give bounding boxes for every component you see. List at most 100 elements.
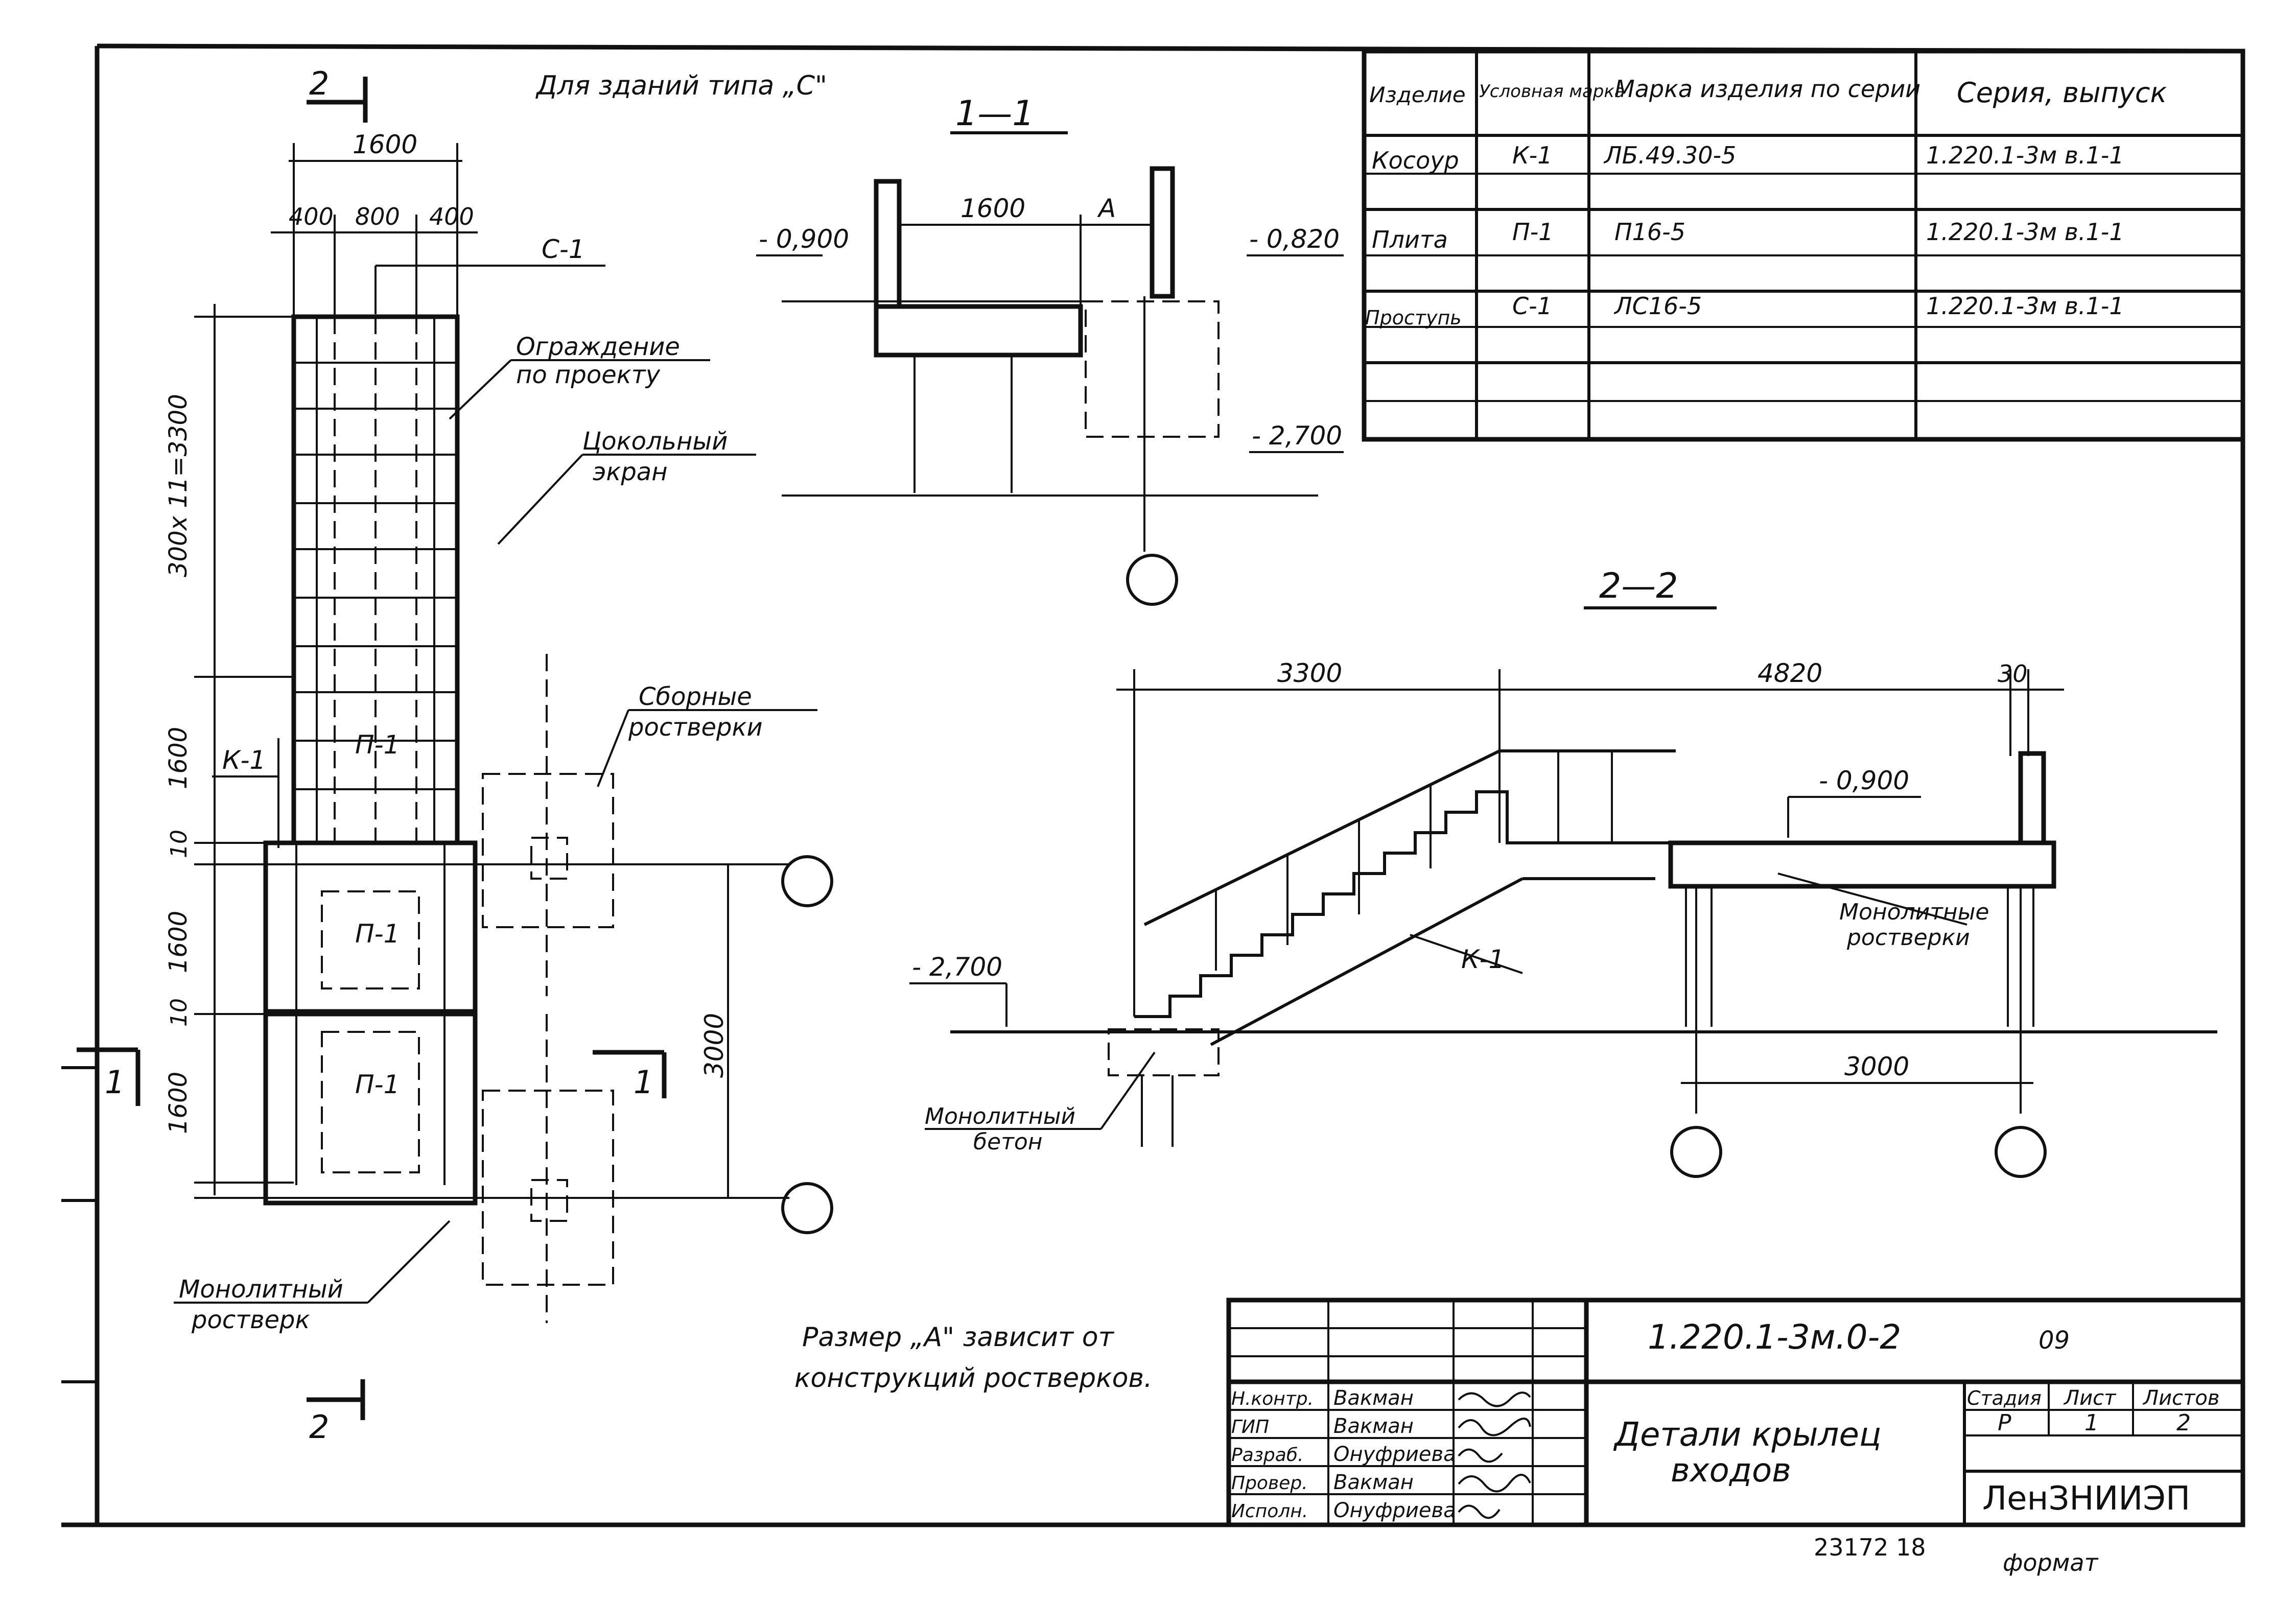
section-1-1: 1—1 1600 А - 0,900 - 0,820 - 2,700 [756, 93, 1344, 606]
table-cell-2-3: 1.220.1-3м в.1-1 [1926, 292, 2124, 320]
table-header-series: Серия, выпуск [1957, 77, 2167, 109]
table-cell-0-0: Косоур [1372, 147, 1459, 174]
section-cut-2-top: 2 [307, 65, 368, 123]
label-prefab-1: Сборные [639, 682, 752, 711]
dim-stair-length: 300x 11=3300 [164, 394, 193, 577]
table-cell-2-1: С-1 [1512, 292, 1552, 320]
prefab-grillage-lower [482, 1014, 614, 1323]
mark-k1-plan: К-1 [222, 745, 266, 775]
s1-dim-1600: 1600 [960, 194, 1025, 223]
staff-role-1: ГИП [1231, 1417, 1269, 1437]
plan-left-dimensions: 300x 11=3300 1600 10 1600 10 1600 [164, 304, 294, 1195]
stair-run-plan [291, 314, 460, 845]
table-header-series-mark: Марка изделия по серии [1614, 75, 1920, 103]
cut-1-label-left: 1 [105, 1064, 125, 1101]
s2-dim-30: 30 [1998, 660, 2028, 688]
staff-role-3: Провер. [1231, 1473, 1308, 1494]
title-code-suffix: 09 [2039, 1326, 2070, 1355]
section-2-2: 2—2 3300 4820 30 К-1 [909, 566, 2217, 1178]
note-line-2: конструкций ростверков. [794, 1363, 1153, 1394]
axis-marker-section1 [1126, 554, 1178, 606]
table-cell-0-2: ЛБ.49.30-5 [1603, 142, 1736, 169]
s2-mono-grill-2: ростверки [1846, 925, 1970, 951]
table-cell-1-0: Плита [1372, 226, 1448, 253]
s1-dim-A: А [1097, 194, 1116, 223]
table-cell-1-3: 1.220.1-3м в.1-1 [1926, 218, 2124, 246]
staff-role-2: Разраб. [1231, 1445, 1303, 1466]
title-name-1: Детали крылец [1613, 1416, 1881, 1454]
table-header-mark: Условная марка [1479, 81, 1625, 102]
title-block: 1.220.1-3м.0-2 09 Детали крылец входов С… [1226, 1298, 2245, 1527]
s1-level-bottom: - 2,700 [1252, 421, 1342, 451]
sheet-header: Лист [2063, 1386, 2117, 1410]
cut-2-label-top: 2 [309, 65, 329, 102]
section-cut-2-bottom: 2 [307, 1379, 365, 1446]
axis-marker-section2-right [1995, 1126, 2047, 1178]
signature-4 [1458, 1504, 1501, 1519]
s2-dim-3000: 3000 [1844, 1052, 1909, 1081]
section-cut-1-right: 1 [593, 1050, 667, 1101]
dim-800: 800 [355, 203, 400, 230]
label-fence-1: Ограждение [516, 333, 680, 361]
s2-mono-concrete-2: бетон [973, 1129, 1043, 1155]
dim-400-right: 400 [429, 203, 474, 230]
cut-2-label-bottom: 2 [309, 1408, 329, 1446]
organization: ЛенЗНИИЭП [1982, 1480, 2190, 1518]
sheets-value: 2 [2176, 1410, 2191, 1436]
s2-level-top: - 0,900 [1819, 766, 1909, 795]
staff-role-0: Н.контр. [1231, 1388, 1314, 1409]
signature-0 [1458, 1392, 1531, 1407]
table-cell-1-2: П16-5 [1614, 218, 1685, 246]
product-table: Изделие Условная марка Марка изделия по … [1362, 49, 2245, 442]
cut-1-label-right: 1 [634, 1064, 653, 1101]
header-note: Для зданий типа „С" [535, 70, 827, 101]
staff-name-0: Вакман [1333, 1386, 1414, 1410]
signature-2 [1458, 1448, 1503, 1463]
dim-3000-plan: 3000 [699, 1013, 729, 1078]
signature-1 [1458, 1418, 1531, 1436]
dim-400-left: 400 [289, 203, 334, 230]
dim-1600-v-c: 1600 [164, 1072, 193, 1134]
staff-name-3: Вакман [1333, 1471, 1414, 1494]
dim-1600-v-b: 1600 [164, 911, 193, 973]
table-cell-0-1: К-1 [1512, 142, 1553, 169]
plan-view: 2 2 1 1 1600 400 80 [77, 65, 833, 1446]
label-mono-grill-1: Монолитный [179, 1275, 343, 1304]
s2-mono-concrete-1: Монолитный [925, 1103, 1075, 1129]
stage-header: Стадия [1967, 1387, 2042, 1409]
stage-value: Р [1998, 1410, 2011, 1436]
s2-dim-4820: 4820 [1758, 658, 1822, 688]
label-screen-1: Цокольный [582, 427, 728, 456]
title-name-2: входов [1671, 1452, 1791, 1490]
label-mono-grill-2: ростверк [191, 1306, 310, 1334]
staff-name-2: Онуфриева [1333, 1443, 1456, 1466]
mark-p1-mid: П-1 [355, 919, 400, 949]
staff-name-4: Онуфриева [1333, 1499, 1456, 1522]
format-label: формат [2003, 1549, 2099, 1576]
inventory-number: 23172 18 [1814, 1534, 1926, 1561]
note-line-1: Размер „А" зависит от [802, 1322, 1115, 1353]
label-screen-2: экран [593, 458, 668, 486]
table-cell-1-1: П-1 [1512, 218, 1553, 246]
table-cell-2-2: ЛС16-5 [1613, 292, 1702, 320]
staff-role-4: Исполн. [1231, 1501, 1308, 1522]
staff-name-1: Вакман [1333, 1415, 1414, 1438]
mark-p1-upper: П-1 [355, 730, 400, 760]
mark-c1-plan: С-1 [542, 234, 585, 264]
signature-3 [1458, 1474, 1531, 1493]
section-1-title: 1—1 [955, 93, 1035, 134]
s1-level-right: - 0,820 [1249, 224, 1340, 254]
slabs-plan: П-1 П-1 [263, 840, 478, 1206]
s2-mono-grill-1: Монолитные [1839, 899, 1989, 925]
mark-p1-bottom: П-1 [355, 1070, 400, 1099]
plan-top-dimensions: 1600 400 800 400 [271, 130, 478, 317]
s2-level-bottom: - 2,700 [912, 952, 1002, 982]
dim-10-v-b: 10 [166, 998, 192, 1027]
prefab-grillage-upper [482, 654, 614, 996]
dim-10-v-a: 10 [166, 830, 192, 858]
table-cell-0-3: 1.220.1-3м в.1-1 [1926, 142, 2124, 169]
dim-1600-top: 1600 [353, 130, 417, 159]
table-header-product: Изделие [1369, 82, 1466, 107]
label-fence-2: по проекту [516, 361, 661, 389]
